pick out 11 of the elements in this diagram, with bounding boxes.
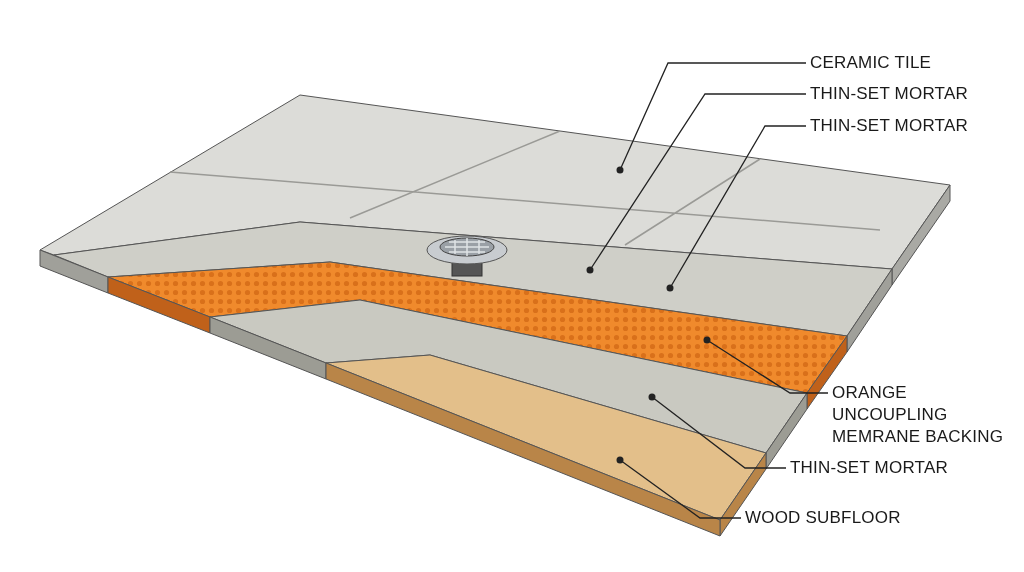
- thin-set-mortar-layer: [39, 221, 893, 353]
- leader-line: [666, 125, 807, 292]
- layer-label: CERAMIC TILE: [810, 52, 1010, 74]
- layer-label: THIN-SET MORTAR: [790, 457, 990, 479]
- layer-label: ORANGE UNCOUPLING MEMRANE BACKING: [832, 382, 1022, 448]
- leader-line: [648, 393, 787, 469]
- layer-label: THIN-SET MORTAR: [810, 83, 1010, 105]
- leader-line: [586, 93, 807, 274]
- leader-line: [616, 62, 807, 174]
- layer-label: WOOD SUBFLOOR: [745, 507, 945, 529]
- layer-label: THIN-SET MORTAR: [810, 115, 1010, 137]
